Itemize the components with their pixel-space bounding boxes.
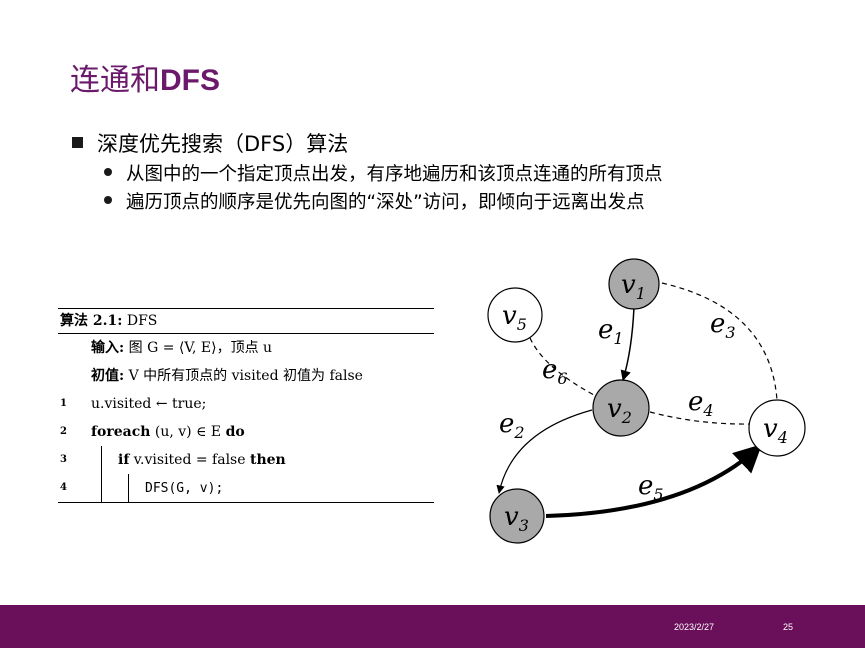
svg-text:v5: v5 [502,301,527,334]
node-v4: v4 [748,399,806,457]
slide-title-cn: 连通和 [70,63,160,98]
algorithm-line-3: 3 if v.visited = false then [58,446,434,474]
svg-text:v2: v2 [607,394,632,427]
algorithm-name: DFS [126,313,158,329]
line-number: 1 [60,398,67,409]
edge-e5 [545,444,763,518]
algorithm-header-label: 算法 2.1: [60,313,123,329]
algorithm-line-4: 4 DFS(G, v); [58,474,434,502]
keyword-do: do [225,424,245,440]
node-v3: v3 [489,488,545,544]
sub-bullet-2: 遍历顶点的顺序是优先向图的“深处”访问，即倾向于远离出发点 [104,188,645,214]
line-text: v.visited = false [133,452,246,468]
line-number: 3 [60,454,67,465]
edge-label-e4: e4 [688,387,714,420]
edge-label-e1: e1 [598,315,624,348]
line-number: 2 [60,426,67,437]
keyword-if: if [118,452,130,468]
square-bullet-icon [72,137,83,148]
footer-page-number: 25 [783,622,794,632]
input-text: 图 G = ⟨V, E⟩，顶点 u [128,340,273,356]
algorithm-input: 输入: 图 G = ⟨V, E⟩，顶点 u [58,334,434,362]
indent-bar [101,446,102,474]
sub-bullet-text: 遍历顶点的顺序是优先向图的“深处”访问，即倾向于远离出发点 [126,192,645,213]
algorithm-line-1: 1 u.visited ← true; [58,390,434,418]
svg-text:v3: v3 [504,502,529,535]
main-bullet: 深度优先搜索（DFS）算法 [72,128,348,158]
rule-mid [58,333,434,334]
algorithm-line-2: 2 foreach (u, v) ∈ E do [58,418,434,446]
svg-text:v1: v1 [621,270,646,303]
edge-label-e2: e2 [499,409,525,442]
rule-bottom [58,502,434,503]
keyword-then: then [249,452,286,468]
algorithm-header: 算法 2.1: DFS [58,309,434,333]
sub-bullet-text: 从图中的一个指定顶点出发，有序地遍历和该顶点连通的所有顶点 [126,164,663,185]
edge-e3 [661,282,778,401]
rule-top [58,308,434,309]
sub-bullet-1: 从图中的一个指定顶点出发，有序地遍历和该顶点连通的所有顶点 [104,160,663,186]
indent-bar [101,474,102,502]
node-v2: v2 [592,379,650,437]
svg-text:v4: v4 [763,414,788,447]
line-text: (u, v) ∈ E [154,424,222,440]
edge-e1 [620,306,635,382]
footer-date: 2023/2/27 [674,622,715,632]
dot-bullet-icon [104,168,112,176]
edge-e6 [529,337,595,396]
main-bullet-text: 深度优先搜索（DFS）算法 [97,132,349,156]
dot-bullet-icon [104,196,112,204]
edge-label-e6: e6 [542,355,568,388]
edge-e2 [496,409,593,494]
algorithm-init: 初值: V 中所有顶点的 visited 初值为 false [58,362,434,390]
dfs-graph: v1 v2 v3 v4 v5 e1 e2 e3 e4 e5 e6 [487,258,806,544]
slide-title-en: DFS [160,64,220,97]
edge-label-e3: e3 [710,309,736,342]
algorithm-box: 算法 2.1: DFS 输入: 图 G = ⟨V, E⟩，顶点 u 初值: V … [58,308,434,503]
line-number: 4 [60,482,67,493]
init-text: V 中所有顶点的 visited 初值为 false [128,368,363,384]
edge-e4 [649,411,754,425]
slide-title: 连通和DFS [70,55,220,99]
node-v5: v5 [487,287,543,343]
keyword-foreach: foreach [91,424,151,440]
edge-label-e5: e5 [638,471,664,504]
init-label: 初值: [91,368,125,384]
line-text: u.visited ← true; [91,396,207,412]
input-label: 输入: [91,340,125,356]
node-v1: v1 [608,258,660,310]
line-func: DFS(G, v); [145,481,224,496]
indent-bar [128,474,129,502]
footer-bar: 2023/2/27 25 [0,605,865,648]
